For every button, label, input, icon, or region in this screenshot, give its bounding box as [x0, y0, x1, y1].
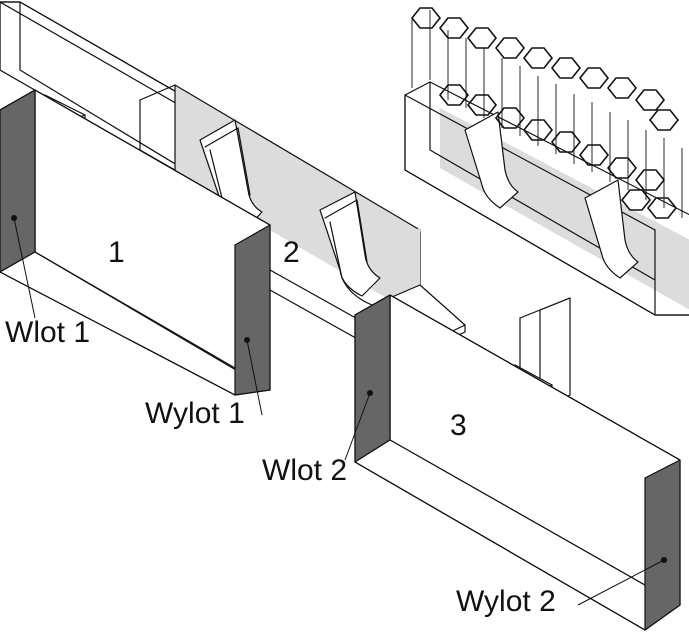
inlet-2-label: Wlot 2: [262, 454, 347, 487]
block-1: [0, 89, 271, 396]
outlet-2-label: Wylot 2: [456, 585, 556, 618]
baffle-2: [319, 191, 381, 306]
outlet1-face: [234, 224, 271, 396]
zone-1-label: 1: [108, 236, 125, 269]
block-3: [354, 294, 681, 631]
zone-3-label: 3: [450, 409, 467, 442]
outlet-1-label: Wylot 1: [145, 397, 245, 430]
outlet2-face: [644, 459, 681, 631]
channel-shade: [388, 228, 420, 300]
zone-2-label: 2: [283, 236, 300, 269]
inlet1-face: [0, 89, 36, 273]
leader-lines: [13, 217, 665, 606]
inlet-1-label: Wlot 1: [5, 316, 90, 349]
honeycomb-assembly: [404, 7, 689, 316]
marker-dots: [11, 215, 667, 563]
inlet2-face: [354, 294, 391, 463]
